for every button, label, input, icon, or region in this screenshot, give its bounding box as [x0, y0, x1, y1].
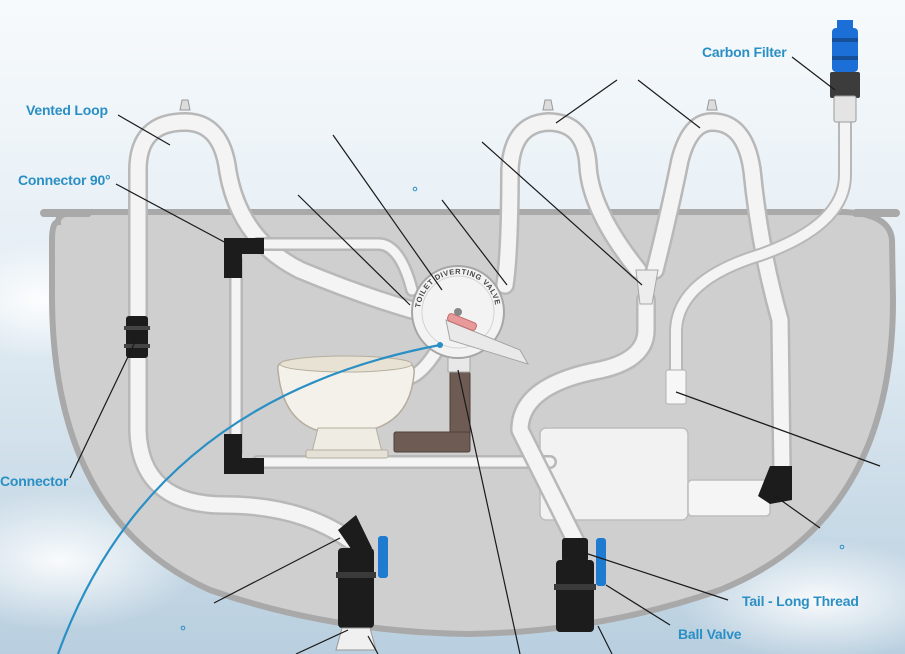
connector-90-bottom — [224, 434, 264, 474]
curve-dot — [437, 342, 443, 348]
hose-mid-loop — [497, 114, 646, 293]
ball-valve-left — [335, 515, 388, 651]
loop-cap-left — [179, 99, 191, 111]
hose-rinse — [231, 239, 555, 467]
leader-valve-left — [297, 194, 411, 306]
connector-90-tank — [758, 466, 792, 504]
tank-fitting-box — [687, 479, 771, 517]
valve-body-left — [338, 548, 374, 628]
toilet-foot — [305, 449, 389, 459]
hose-left — [130, 114, 420, 548]
y-fitting — [635, 269, 659, 305]
valve-band — [336, 572, 376, 578]
blue-curve — [56, 343, 441, 654]
leader-valve-top — [332, 134, 443, 291]
leader-lines — [69, 56, 881, 654]
leader-right-loop — [637, 79, 701, 129]
leader-mid-loop — [555, 79, 618, 124]
valve-hub — [454, 308, 462, 316]
valve-handle — [445, 319, 530, 365]
vented-loop-caps — [179, 99, 718, 111]
decor-dot — [412, 186, 418, 192]
valve-inner-ring — [421, 275, 495, 349]
loop-cap-mid — [542, 99, 554, 111]
leader-bottom-mid — [367, 635, 379, 654]
tail-right — [562, 538, 588, 562]
valve-band — [554, 584, 596, 590]
toilet-waste-pipe — [393, 371, 471, 453]
tail-left — [338, 515, 372, 556]
connector-straight — [126, 316, 148, 358]
label-tail-long-thread: Tail - Long Thread — [742, 593, 859, 609]
leader-connector — [69, 339, 137, 479]
leader-left-tail — [213, 537, 341, 604]
valve-indicator — [446, 313, 478, 331]
leader-tank-elbow — [774, 495, 821, 529]
hull-rim-left — [40, 209, 92, 217]
hull-rim-right — [852, 209, 900, 217]
elbow-connectors — [224, 238, 792, 504]
decor-dot — [180, 625, 186, 631]
ball-valve-right — [554, 538, 606, 632]
carbon-filter — [830, 20, 860, 123]
leader-valve-outlet — [441, 199, 508, 286]
valve-body-right — [556, 560, 594, 632]
label-carbon-filter: Carbon Filter — [702, 44, 787, 60]
connector-ring — [124, 326, 150, 330]
label-connector: Connector — [0, 473, 69, 489]
valve-handle-left — [378, 536, 388, 578]
leader-vent-fitting — [675, 391, 881, 467]
hose-vent — [671, 115, 850, 385]
label-vented-loop: Vented Loop — [26, 102, 108, 118]
vent-fitting — [665, 369, 687, 405]
diverting-valve: TOILET DIVERTING VALVE — [411, 265, 530, 373]
filter-cap — [837, 20, 853, 30]
filter-band — [832, 38, 858, 42]
leader-connector-90 — [115, 183, 229, 245]
connector-90-top — [224, 238, 264, 278]
connector-ring — [124, 344, 150, 348]
hose-discharge — [512, 292, 654, 548]
leader-bottom-left — [295, 629, 349, 654]
leader-y-fitting — [481, 141, 643, 286]
toilet-base — [311, 427, 383, 453]
filter-adapter — [833, 95, 857, 123]
label-ball-valve: Ball Valve — [678, 626, 742, 642]
leader-vented-loop — [117, 114, 171, 146]
filter-band — [832, 56, 858, 60]
leader-bottom-right — [597, 625, 613, 654]
valve-handle-right — [596, 538, 606, 586]
filter-base — [830, 72, 860, 98]
decor-dot — [839, 544, 845, 550]
leader-ball-valve — [605, 584, 671, 626]
decor-dots — [180, 186, 845, 631]
pipe-horizontal — [393, 431, 471, 453]
filter-body — [832, 28, 858, 72]
leader-tail-long-thread — [581, 551, 729, 601]
label-connector-90: Connector 90° — [18, 172, 111, 188]
leader-carbon-filter — [791, 56, 836, 91]
loop-cap-right — [706, 99, 718, 111]
leader-valve-stem — [457, 369, 521, 654]
